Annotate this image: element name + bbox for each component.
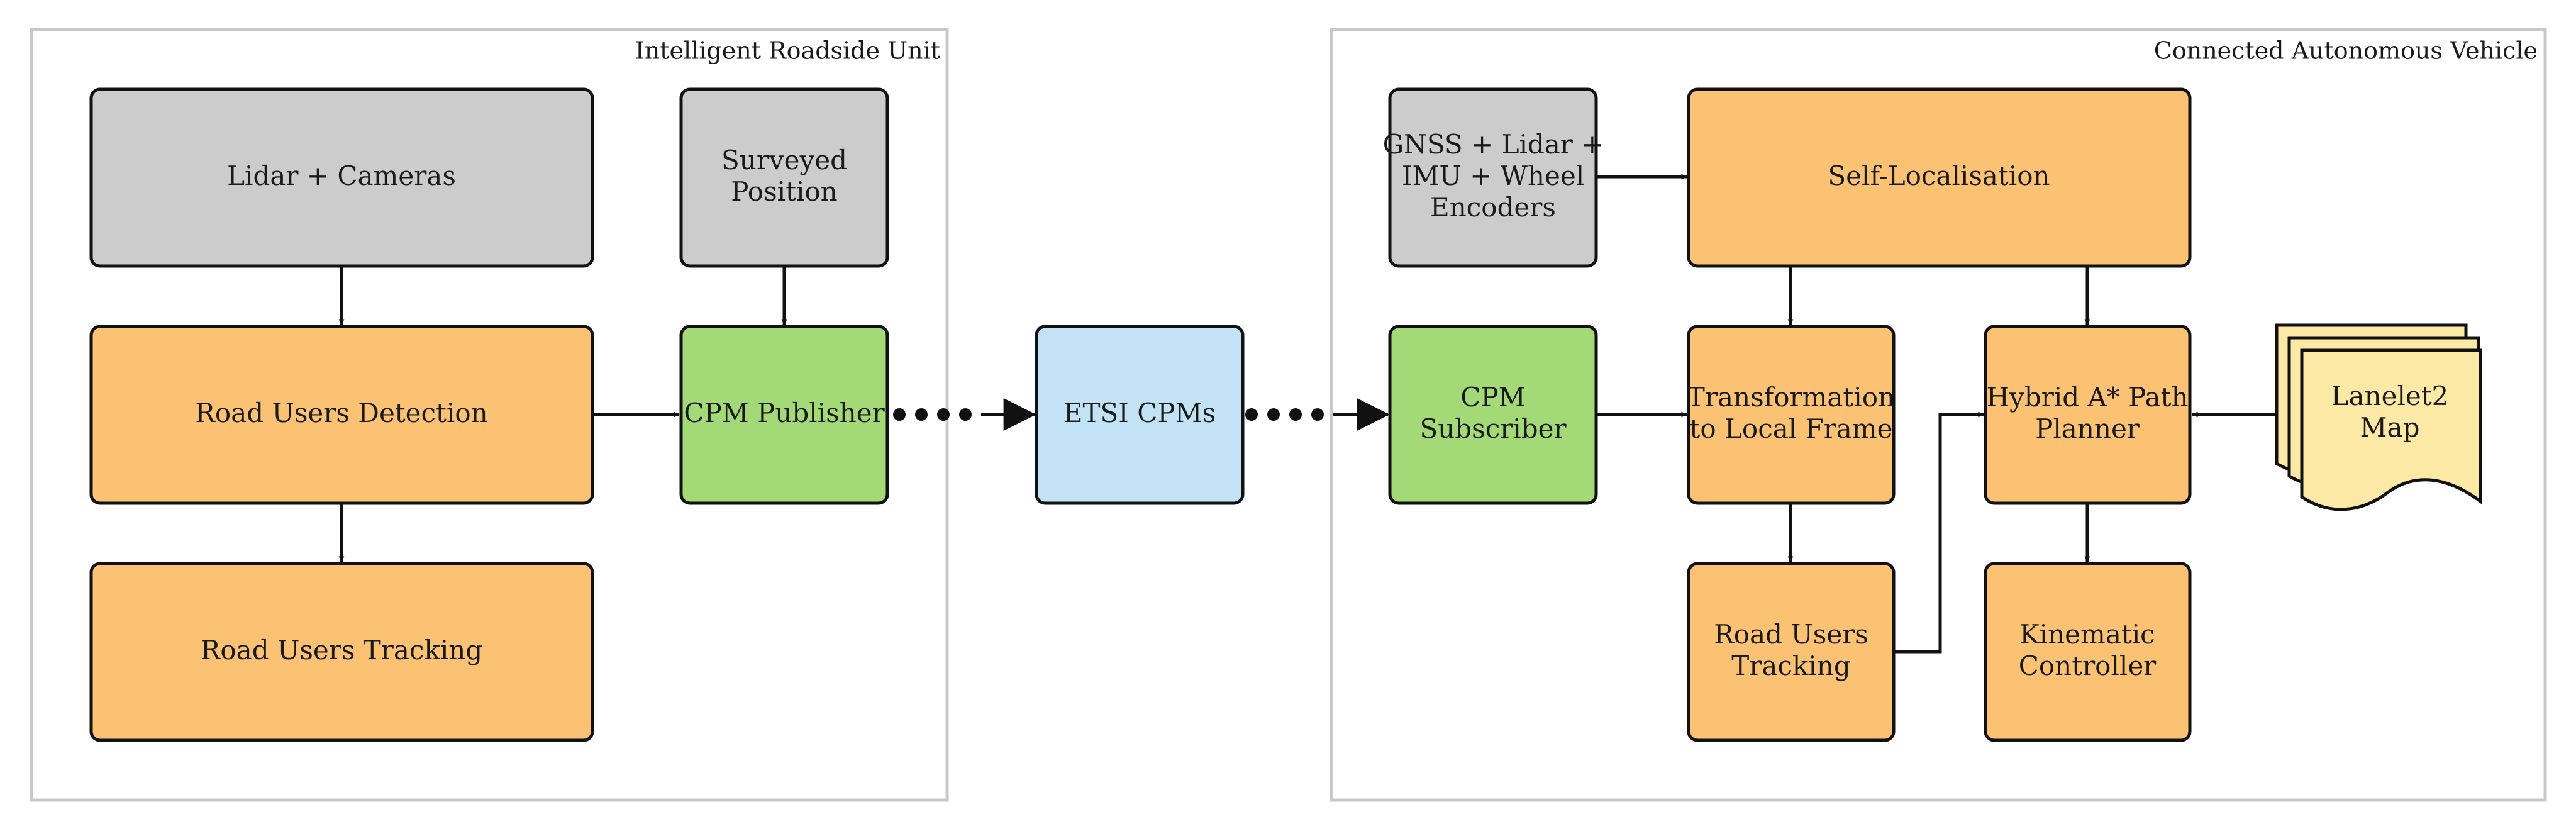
map-document-front <box>2300 348 2482 511</box>
svg-text:Lidar + Cameras: Lidar + Cameras <box>227 160 456 191</box>
svg-text:Self-Localisation: Self-Localisation <box>1828 160 2050 191</box>
node-etsi-cpms: ETSI CPMs <box>1035 325 1245 505</box>
node-cpm-publisher: CPM Publisher <box>679 325 889 505</box>
svg-text:ETSI CPMs: ETSI CPMs <box>1063 398 1216 428</box>
edge-tracking-to-planner <box>1894 411 1984 654</box>
edges <box>338 174 2277 654</box>
node-road-users-detection: Road Users Detection <box>89 325 594 505</box>
node-self-localisation: Self-Localisation <box>1687 87 2192 268</box>
node-lidar-cameras: Lidar + Cameras <box>89 87 594 268</box>
panel-title-irsu: Intelligent Roadside Unit <box>635 37 940 65</box>
panel-title-cav: Connected Autonomous Vehicle <box>2154 37 2538 65</box>
node-road-users-tracking-irsu: Road Users Tracking <box>89 562 594 742</box>
svg-text:CPM Publisher: CPM Publisher <box>684 398 885 428</box>
svg-text:Road Users Detection: Road Users Detection <box>195 398 487 428</box>
svg-text:Road Users Tracking: Road Users Tracking <box>201 635 482 665</box>
